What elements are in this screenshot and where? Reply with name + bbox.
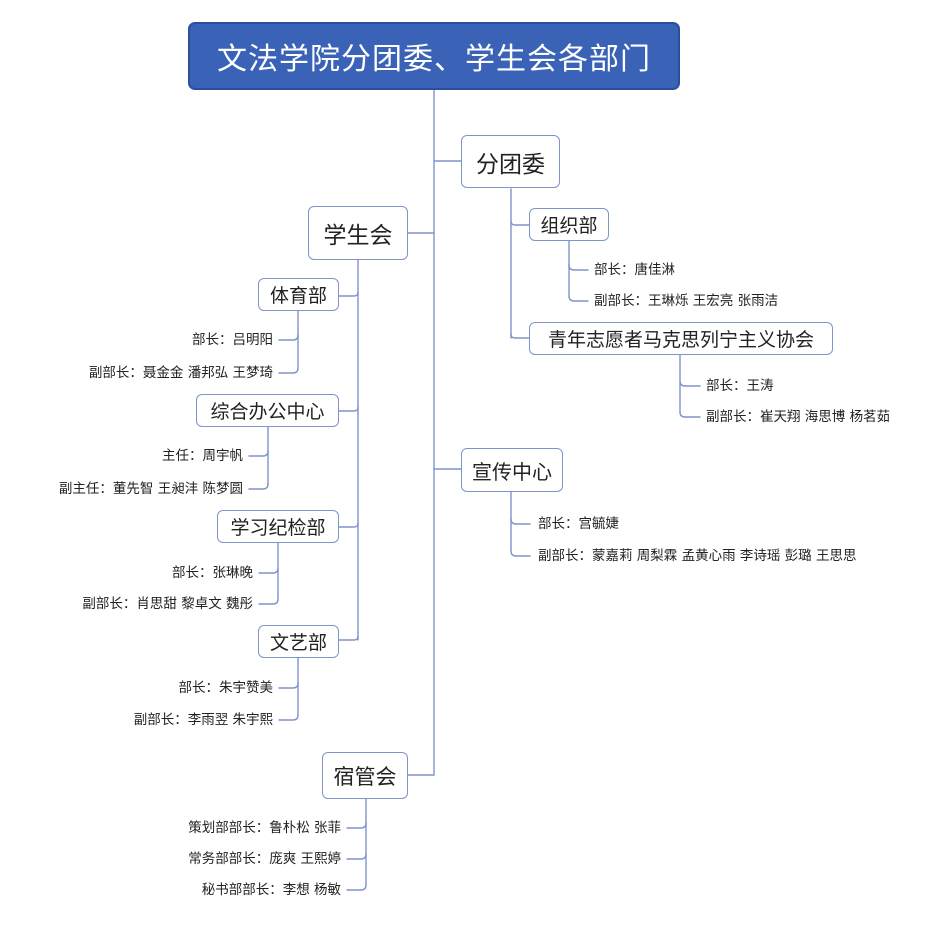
root-title-node: 文法学院分团委、学生会各部门 bbox=[188, 22, 680, 90]
leaf-suguanhui-changwu: 常务部部长：庞爽 王熙婷 bbox=[188, 851, 341, 867]
node-fentuanwei: 分团委 bbox=[461, 135, 560, 188]
node-qingnian-zhiyuanzhe: 青年志愿者马克思列宁主义协会 bbox=[529, 322, 833, 355]
node-xuanchuan: 宣传中心 bbox=[461, 448, 563, 492]
node-suguanhui: 宿管会 bbox=[322, 752, 408, 799]
leaf-zuzhibu-head: 部长：唐佳淋 bbox=[594, 262, 675, 278]
leaf-xuexi-head: 部长：张琳晚 bbox=[172, 565, 253, 581]
leaf-xuanchuan-head: 部长：宫毓婕 bbox=[538, 516, 619, 532]
node-zuzhibu: 组织部 bbox=[529, 208, 609, 241]
leaf-zonghe-deputy: 副主任：董先智 王昶沣 陈梦圆 bbox=[58, 481, 243, 497]
leaf-qingnian-head: 部长：王涛 bbox=[706, 378, 774, 394]
leaf-xuanchuan-deputy: 副部长：蒙嘉莉 周梨霖 孟黄心雨 李诗瑶 彭璐 王思思 bbox=[538, 548, 857, 564]
leaf-zuzhibu-deputy: 副部长：王琳烁 王宏亮 张雨洁 bbox=[594, 293, 779, 309]
leaf-tiyubu-deputy: 副部长：聂金金 潘邦弘 王梦琦 bbox=[88, 365, 273, 381]
leaf-xuexi-deputy: 副部长：肖思甜 黎卓文 魏彤 bbox=[82, 596, 253, 612]
node-tiyubu: 体育部 bbox=[258, 278, 339, 311]
leaf-zonghe-head: 主任：周宇帆 bbox=[162, 448, 243, 464]
node-zonghe-bangong: 综合办公中心 bbox=[196, 394, 339, 427]
leaf-qingnian-deputy: 副部长：崔天翔 海思博 杨茗茹 bbox=[706, 409, 891, 425]
node-xuexi-jijian: 学习纪检部 bbox=[217, 510, 339, 543]
leaf-wenyi-deputy: 副部长：李雨翌 朱宇熙 bbox=[133, 712, 273, 728]
leaf-tiyubu-head: 部长：吕明阳 bbox=[192, 332, 273, 348]
leaf-suguanhui-cehua: 策划部部长：鲁朴松 张菲 bbox=[188, 820, 341, 836]
leaf-suguanhui-mishu: 秘书部部长：李想 杨敏 bbox=[201, 882, 341, 898]
node-wenyibu: 文艺部 bbox=[258, 625, 339, 658]
leaf-wenyi-head: 部长：朱宇赞美 bbox=[178, 680, 274, 696]
node-xueshenghui: 学生会 bbox=[308, 206, 408, 260]
